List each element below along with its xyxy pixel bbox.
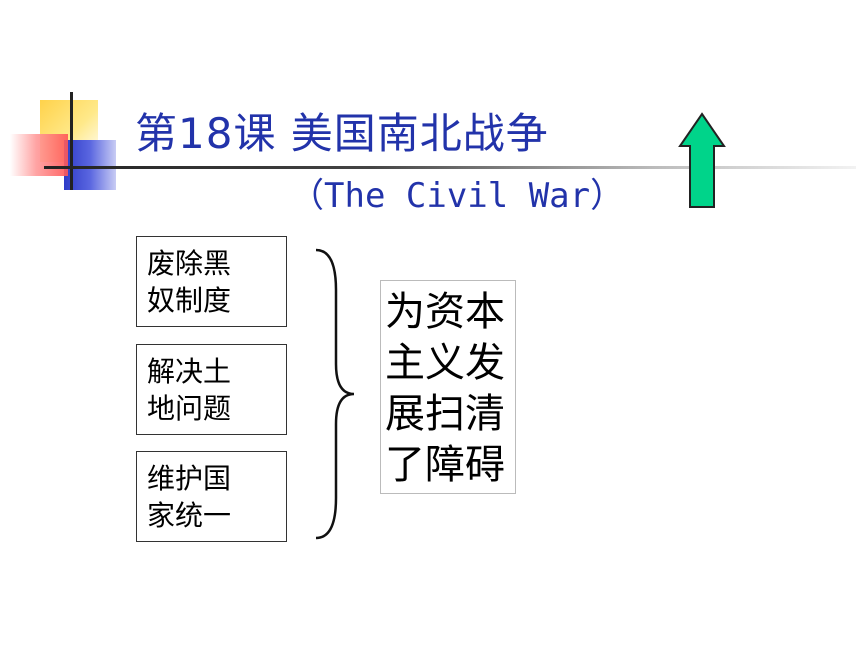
cause-box-land-issue: 解决土 地问题 bbox=[136, 344, 287, 435]
cause-line: 家统一 bbox=[147, 499, 232, 532]
cause-line: 地问题 bbox=[147, 392, 232, 425]
result-line: 为资本 bbox=[385, 289, 505, 335]
cause-line: 维护国 bbox=[147, 462, 232, 495]
slide-title: 第18课 美国南北战争 bbox=[135, 109, 549, 158]
title-underline bbox=[44, 166, 856, 169]
result-line: 展扫清 bbox=[385, 391, 505, 437]
result-line: 主义发 bbox=[385, 340, 505, 386]
logo-vertical-line bbox=[70, 92, 73, 190]
up-arrow-icon[interactable] bbox=[678, 112, 726, 210]
cause-box-national-unity: 维护国 家统一 bbox=[136, 451, 287, 542]
cause-line: 解决土 bbox=[147, 355, 232, 388]
result-box: 为资本 主义发 展扫清 了障碍 bbox=[380, 280, 516, 494]
slide-subtitle: （The Civil War） bbox=[290, 176, 625, 216]
result-line: 了障碍 bbox=[385, 442, 505, 488]
cause-box-abolish-slavery: 废除黑 奴制度 bbox=[136, 236, 287, 327]
logo-red-square bbox=[10, 134, 68, 176]
cause-line: 奴制度 bbox=[147, 284, 232, 317]
cause-line: 废除黑 bbox=[147, 247, 232, 280]
right-brace-icon bbox=[315, 248, 355, 540]
